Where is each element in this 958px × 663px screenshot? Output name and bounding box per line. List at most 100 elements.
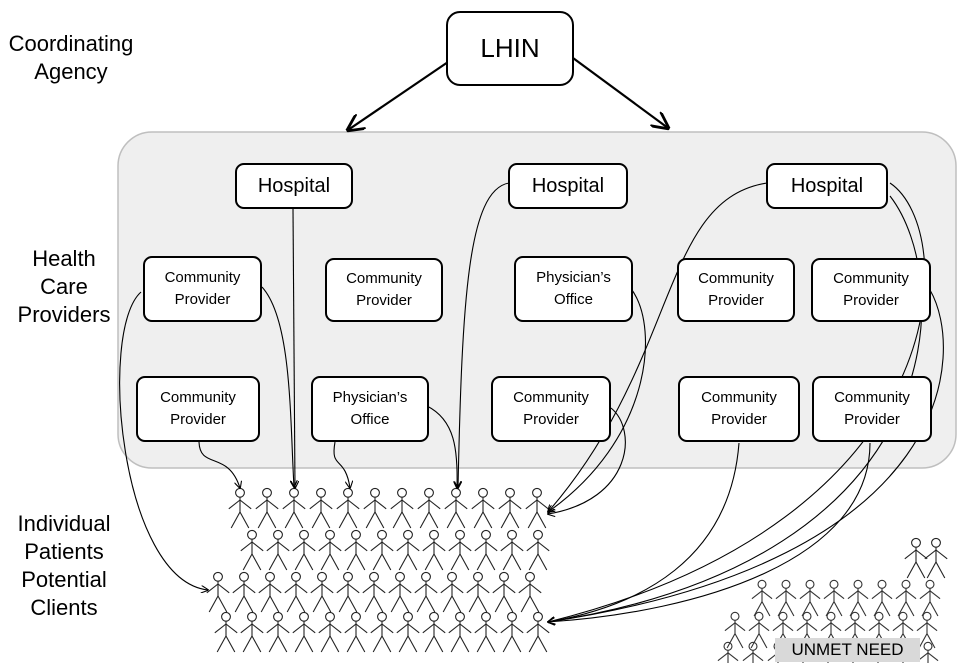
stick-figure — [474, 529, 498, 571]
stick-figure — [292, 611, 316, 653]
stick-figure — [390, 487, 414, 529]
individual-patients-label: Individual Patients Potential Clients — [17, 511, 111, 620]
stick-figure — [414, 571, 438, 613]
hospital-node-1: Hospital — [235, 163, 353, 209]
stick-figure — [206, 571, 230, 613]
stick-figure — [526, 529, 550, 571]
hospital-node-2: Hospital — [508, 163, 628, 209]
stick-figure — [525, 487, 549, 529]
health-care-providers-label: Health Care Providers — [17, 246, 111, 327]
stick-figure — [448, 611, 472, 653]
stick-figure — [255, 487, 279, 529]
stick-figure — [799, 579, 821, 617]
stick-figure — [266, 529, 290, 571]
stick-figure — [292, 529, 316, 571]
stick-figure — [266, 611, 290, 653]
stick-figure — [310, 571, 334, 613]
stick-figure — [396, 611, 420, 653]
stick-figure — [214, 611, 238, 653]
connector-cp1-left — [119, 291, 208, 590]
stick-figure — [724, 611, 746, 649]
stick-figure — [336, 571, 360, 613]
stick-figure — [492, 571, 516, 613]
lhin-arrow-left — [348, 61, 449, 130]
stick-figure — [448, 529, 472, 571]
hospital-node-3: Hospital — [766, 163, 888, 209]
stick-figure — [388, 571, 412, 613]
stick-figure — [471, 487, 495, 529]
stick-figure — [344, 611, 368, 653]
stick-figure — [904, 537, 928, 579]
stick-figure — [417, 487, 441, 529]
stick-figure — [232, 571, 256, 613]
stick-figure — [474, 611, 498, 653]
stick-figure — [422, 611, 446, 653]
stick-figure — [916, 611, 938, 649]
patient-crowd — [206, 487, 948, 663]
connector-po1-right — [426, 405, 457, 488]
stick-figure — [751, 579, 773, 617]
connector-hospital1 — [293, 208, 295, 488]
connector-hospital2 — [458, 182, 510, 488]
stick-figure — [444, 487, 468, 529]
stick-figure — [318, 611, 342, 653]
stick-figure — [895, 579, 917, 617]
lhin-node: LHIN — [446, 11, 574, 86]
stick-figure — [500, 611, 524, 653]
connector-hospital3-a — [548, 182, 768, 512]
stick-figure — [919, 579, 941, 617]
stick-figure — [318, 529, 342, 571]
connector-cp1-right — [261, 286, 294, 487]
stick-figure — [336, 487, 360, 529]
lhin-arrow-right — [572, 57, 668, 128]
stick-figure — [282, 487, 306, 529]
stick-figure — [240, 529, 264, 571]
stick-figure — [748, 611, 770, 649]
stick-figure — [396, 529, 420, 571]
stick-figure — [422, 529, 446, 571]
stick-figure — [500, 529, 524, 571]
stick-figure — [498, 487, 522, 529]
stick-figure — [362, 571, 386, 613]
stick-figure — [228, 487, 252, 529]
coordinating-agency-label: Coordinating Agency — [8, 31, 134, 84]
unmet-need-label: UNMET NEED — [775, 638, 920, 662]
connector-cp-center — [548, 407, 626, 514]
connector-po1 — [333, 441, 350, 488]
stick-figure — [823, 579, 845, 617]
stick-figure — [240, 611, 264, 653]
stick-figure — [363, 487, 387, 529]
stick-figure — [742, 641, 764, 663]
stick-figure — [526, 611, 550, 653]
stick-figure — [518, 571, 542, 613]
stick-figure — [775, 579, 797, 617]
connector-po2 — [548, 289, 647, 512]
stick-figure — [309, 487, 333, 529]
stick-figure — [258, 571, 282, 613]
stick-figure — [370, 611, 394, 653]
stick-figure — [871, 579, 893, 617]
connector-cp-bottom2 — [548, 442, 871, 622]
connector-cp-right-upper — [548, 289, 944, 622]
stick-figure — [284, 571, 308, 613]
stick-figure — [466, 571, 490, 613]
stick-figure — [370, 529, 394, 571]
stick-figure — [440, 571, 464, 613]
stick-figure — [344, 529, 368, 571]
connector-cp-bottom1 — [548, 442, 740, 622]
stick-figure — [717, 641, 739, 663]
connector-cp2 — [198, 441, 240, 488]
stick-figure — [924, 537, 948, 579]
